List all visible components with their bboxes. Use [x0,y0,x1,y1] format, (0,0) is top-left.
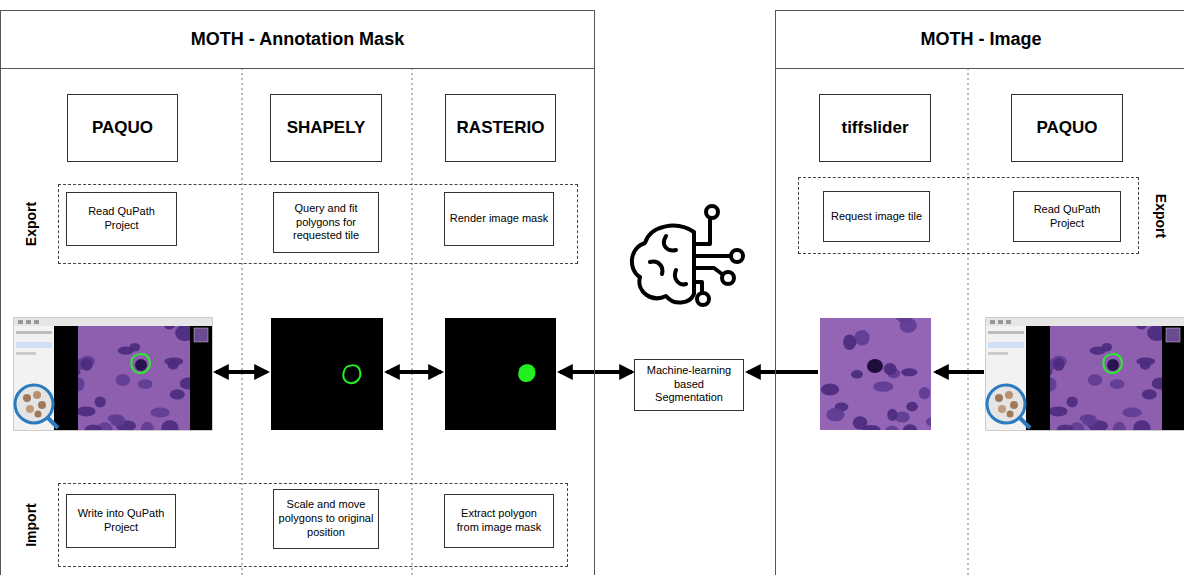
flow-arrow [560,370,632,374]
rendered-mask [518,364,535,382]
process-box: Query and fit polygons for requested til… [273,192,379,253]
box-label: Write into QuPath Project [71,507,171,535]
column-divider [968,68,969,575]
process-box: Scale and move polygons to original posi… [273,489,379,549]
box-label: PAQUO [1036,118,1097,138]
group-label: Export [1153,193,1169,237]
flow-arrow [936,370,984,374]
library-box: PAQUO [1011,94,1123,162]
nucleus [887,409,897,421]
process-box: Extract polygon from image mask [444,494,554,548]
circuit-line [694,268,722,274]
nucleus [821,384,839,396]
library-box: PAQUO [67,94,178,162]
tissue [820,318,931,430]
box-label: Machine-learning based Segmentation [639,364,739,405]
process-box: Write into QuPath Project [66,494,176,548]
library-box: tiffslider [819,94,931,162]
circuit-node [731,250,743,262]
nucleus [919,387,930,399]
step-group: Write into QuPath Project Scale and move … [58,483,568,567]
panel-frame: PAQUO SHAPELY RASTERIO Read QuPath Project Q… [0,10,595,575]
image-tile [820,309,938,440]
polygon-outline [343,365,360,383]
box-label: RASTERIO [457,118,545,138]
box-label: Scale and move polygons to original posi… [278,498,374,539]
group-label: Export [23,202,39,246]
library-box: SHAPELY [270,94,382,162]
mask-tile [271,318,383,430]
process-box: Read QuPath Project [66,192,177,246]
box-label: PAQUO [92,118,153,138]
nucleus [854,330,869,345]
nucleus [901,368,917,376]
circuit-line [694,282,702,292]
step-group: Read QuPath Project Query and fit polygon… [58,184,578,264]
box-label: Request image tile [831,210,922,224]
process-box: Machine-learning based Segmentation [634,359,744,411]
nucleus [826,408,844,422]
box-label: Extract polygon from image mask [449,507,549,535]
box-label: Query and fit polygons for requested til… [278,202,374,243]
box-label: Read QuPath Project [1018,203,1116,231]
nucleus [884,363,897,375]
column-divider [412,68,413,575]
flow-arrow [216,370,267,374]
nucleus [851,370,863,379]
process-box: Render image mask [444,192,554,246]
box-label: tiffslider [841,118,908,138]
flow-arrow [748,370,818,374]
nucleus [902,424,917,430]
library-box: RASTERIO [445,94,556,162]
nucleus [873,381,893,392]
column-divider [242,68,243,575]
brain-icon [632,206,743,305]
circuit-line [694,254,730,258]
box-label: SHAPELY [287,118,366,138]
nucleus [900,318,917,333]
brain-outline [632,226,694,303]
circuit-line [694,218,710,244]
process-box: Request image tile [823,191,930,242]
nucleus [843,335,856,350]
brain-fold [650,236,686,284]
circuit-node [722,272,734,284]
mask-tile [445,318,556,430]
process-box: Read QuPath Project [1013,191,1121,242]
nucleus [853,416,868,429]
nuclei [821,318,931,430]
qupath-screenshot [986,317,1184,437]
group-label: Import [23,503,39,547]
nucleus [885,426,900,430]
box-label: Read QuPath Project [71,205,172,233]
panel-title: MOTH - Image [776,11,1184,69]
box-label: Render image mask [450,212,548,226]
nucleus [867,359,883,373]
qupath-screenshot [14,317,212,437]
nucleus [906,402,918,412]
nucleus [926,417,931,426]
step-group: Request image tileRead QuPath ProjectExp… [798,177,1139,254]
circuit-node [697,293,709,305]
panel-title: MOTH - Annotation Mask [1,11,594,69]
panel-frame: tiffslider PAQUO Request image tile Read Qu… [775,10,1184,575]
circuit-node [706,206,718,218]
flow-arrow [387,370,441,374]
